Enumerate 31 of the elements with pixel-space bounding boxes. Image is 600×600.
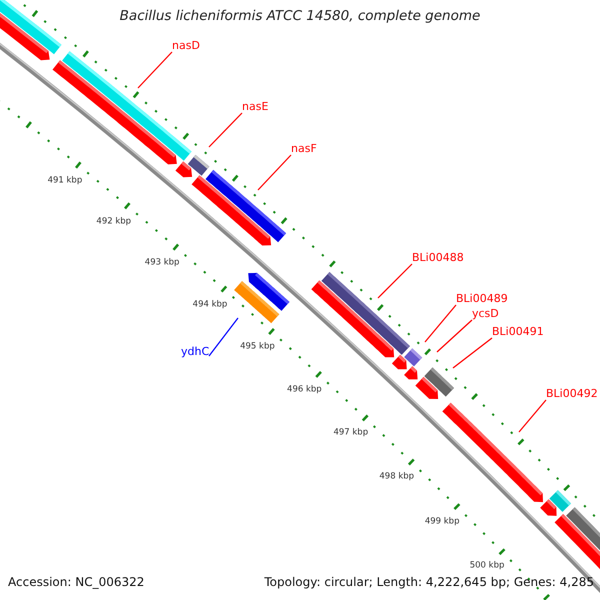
scale-label: 500 kbp	[470, 562, 504, 572]
scale-label: 492 kbp	[96, 217, 132, 227]
scale-label: 496 kbp	[287, 385, 322, 395]
gene-label: nasF	[291, 143, 317, 156]
footer-text: Accession: NC_006322	[8, 576, 144, 590]
footer-text: Topology: circular; Length: 4,222,645 bp; Genes: 4,285	[264, 576, 594, 590]
gene-label: ydhC	[181, 346, 210, 358]
scale-label: 491 kbp	[48, 176, 82, 186]
gene-label: BLi00489	[456, 293, 508, 306]
leader-line	[424, 304, 456, 342]
leader-line	[436, 320, 472, 352]
gene-label: BLi00492	[546, 388, 598, 400]
leader-line	[138, 52, 172, 88]
leader-line	[378, 264, 412, 298]
scale-label: 497 kbp	[333, 428, 368, 438]
gene-label: ycsD	[472, 308, 499, 320]
scale-label: 493 kbp	[144, 258, 180, 268]
scale-label: 499 kbp	[424, 516, 460, 526]
title: Bacillus licheniformis ATCC 14580, complete genome	[118, 9, 482, 24]
gene-label: BLi00488	[412, 252, 464, 264]
gene-label: nasD	[172, 40, 200, 52]
gene-label: BLi00491	[492, 326, 544, 338]
leader-line	[208, 112, 242, 148]
gene-label: nasE	[242, 101, 268, 114]
scale-label: 494 kbp	[192, 300, 228, 310]
leader-line	[258, 154, 292, 190]
scale-label: 495 kbp	[240, 342, 275, 352]
leader-line	[208, 318, 238, 356]
leader-line	[518, 400, 546, 432]
leader-line	[452, 338, 492, 368]
scale-label: 498 kbp	[379, 472, 414, 482]
